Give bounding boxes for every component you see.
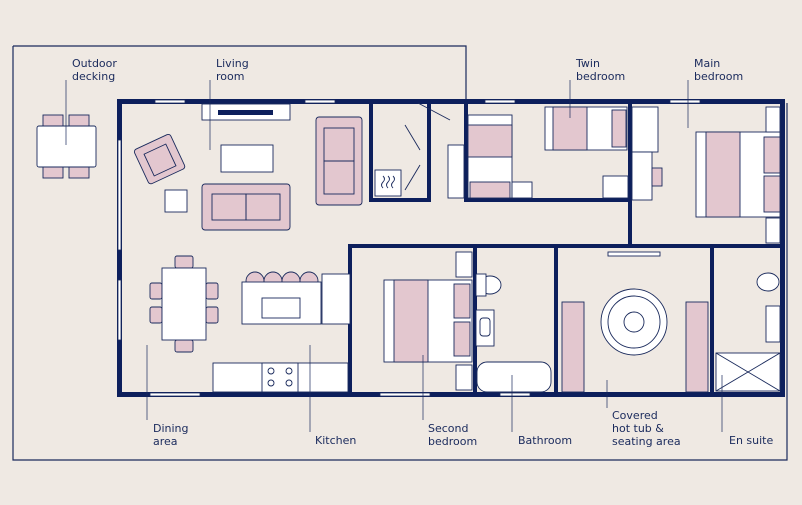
plot-boundary-outer (12, 46, 788, 461)
label-kitchen: Kitchen (315, 434, 357, 447)
label-twin-bedroom: Twin bedroom (576, 57, 626, 83)
label-dining-area: Dining area (153, 422, 189, 448)
hot-tub-furniture (561, 251, 709, 393)
windows (117, 99, 701, 397)
plot-boundary (13, 45, 467, 103)
label-outdoor-decking: Outdoor decking (72, 57, 117, 83)
label-leaders (65, 80, 723, 432)
main-bedroom-furniture (631, 106, 781, 244)
label-bathroom: Bathroom (518, 434, 573, 447)
label-living-room: Living room (216, 57, 249, 83)
decking-table (36, 114, 97, 179)
cupboard (374, 102, 451, 197)
dining-furniture (149, 255, 219, 353)
label-main-bedroom: Main bedroom (694, 57, 744, 83)
en-suite-fixtures (715, 272, 781, 392)
label-second-bedroom: Second bedroom (428, 422, 478, 448)
label-en-suite: En suite (729, 434, 774, 447)
second-bedroom-furniture (383, 251, 473, 391)
bathroom-fixtures (475, 273, 552, 393)
living-room-furniture (133, 103, 363, 231)
label-hot-tub: Covered hot tub & seating area (612, 409, 681, 448)
kitchen-furniture (212, 271, 351, 393)
